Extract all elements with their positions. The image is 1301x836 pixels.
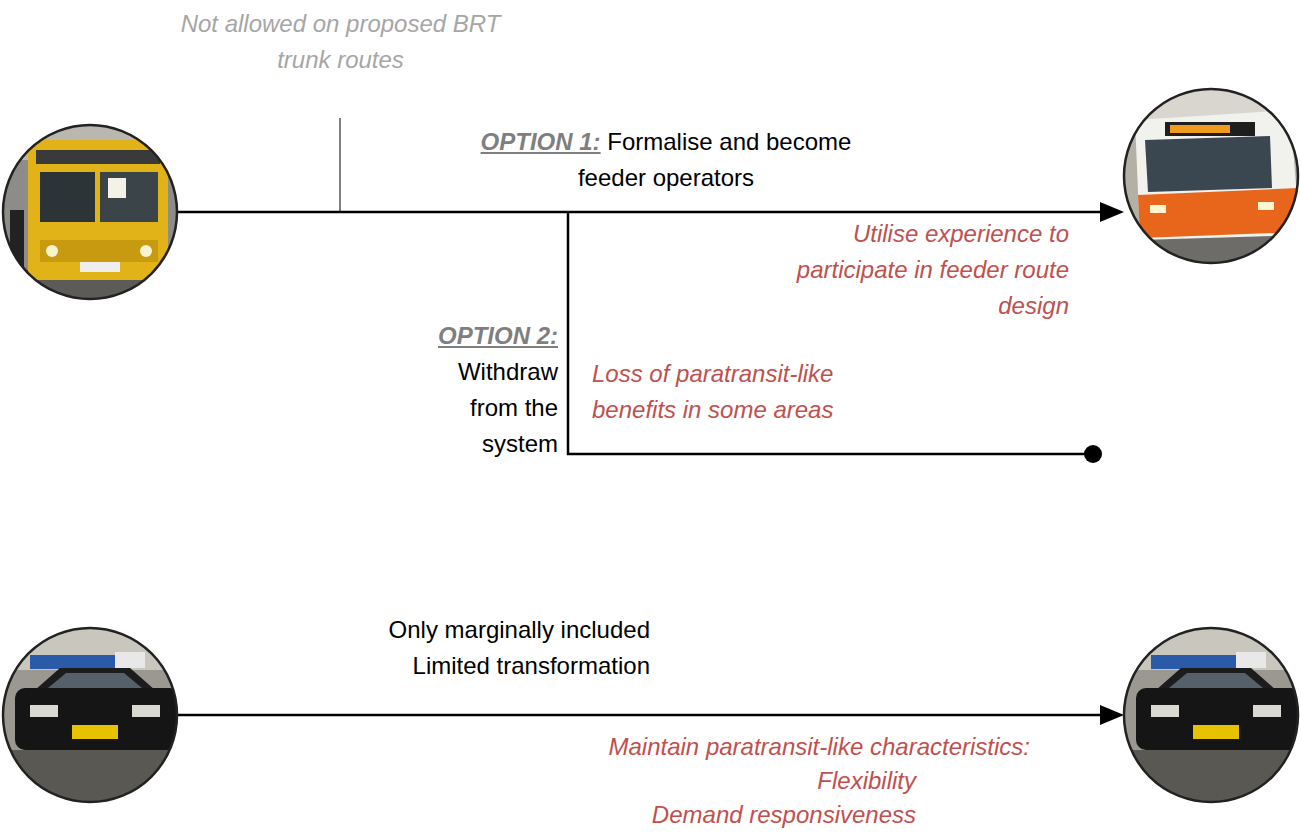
text-block: Utilise experience to participate in fee…	[769, 216, 1069, 324]
flow-lines	[178, 118, 1124, 725]
orange-bus-photo	[1120, 85, 1301, 270]
status-text: Limited transformation	[250, 648, 650, 684]
note-label: Not allowed on proposed BRT trunk routes	[181, 10, 501, 73]
text-block: OPTION 1: Formalise and become feeder op…	[474, 124, 858, 196]
option-text: Formalise and become feeder operators	[578, 128, 851, 191]
text-block: Only marginally includedLimited transfor…	[250, 612, 650, 684]
text-block: Maintain paratransit-like characteristic…	[430, 730, 1030, 764]
arrow-head	[1100, 705, 1124, 725]
text-block: Not allowed on proposed BRT trunk routes	[168, 6, 513, 78]
text-block: FlexibilityDemand responsiveness	[516, 764, 916, 832]
text-block: OPTION 2: Withdraw from the system	[418, 318, 558, 462]
benefit-note: Demand responsiveness	[516, 798, 916, 832]
status-text: Only marginally included	[250, 612, 650, 648]
photo-frame	[1124, 89, 1298, 263]
taxi-photo	[1120, 625, 1301, 805]
benefit-note: Utilise experience to participate in fee…	[797, 220, 1069, 319]
end-dot	[1084, 445, 1102, 463]
benefit-note: Maintain paratransit-like characteristic…	[430, 730, 1030, 764]
taxi-photo	[0, 625, 180, 805]
option2-line	[568, 212, 1090, 454]
benefit-note: Flexibility	[516, 764, 916, 798]
photo-frame	[1124, 628, 1298, 802]
option-text: Withdraw from the system	[458, 358, 558, 457]
option-heading: OPTION 2:	[438, 322, 558, 349]
text-block: Loss of paratransit-like benefits in som…	[592, 356, 912, 428]
arrow-head	[1100, 202, 1124, 222]
taxi-line	[178, 714, 1104, 717]
yellow-bus-photo	[0, 120, 180, 310]
option-heading: OPTION 1:	[481, 128, 601, 155]
photo-frame	[3, 125, 177, 299]
option1-line	[178, 211, 1104, 214]
photo-frame	[3, 628, 177, 802]
barrier-line	[339, 118, 341, 212]
drawback-note: Loss of paratransit-like benefits in som…	[592, 360, 833, 423]
